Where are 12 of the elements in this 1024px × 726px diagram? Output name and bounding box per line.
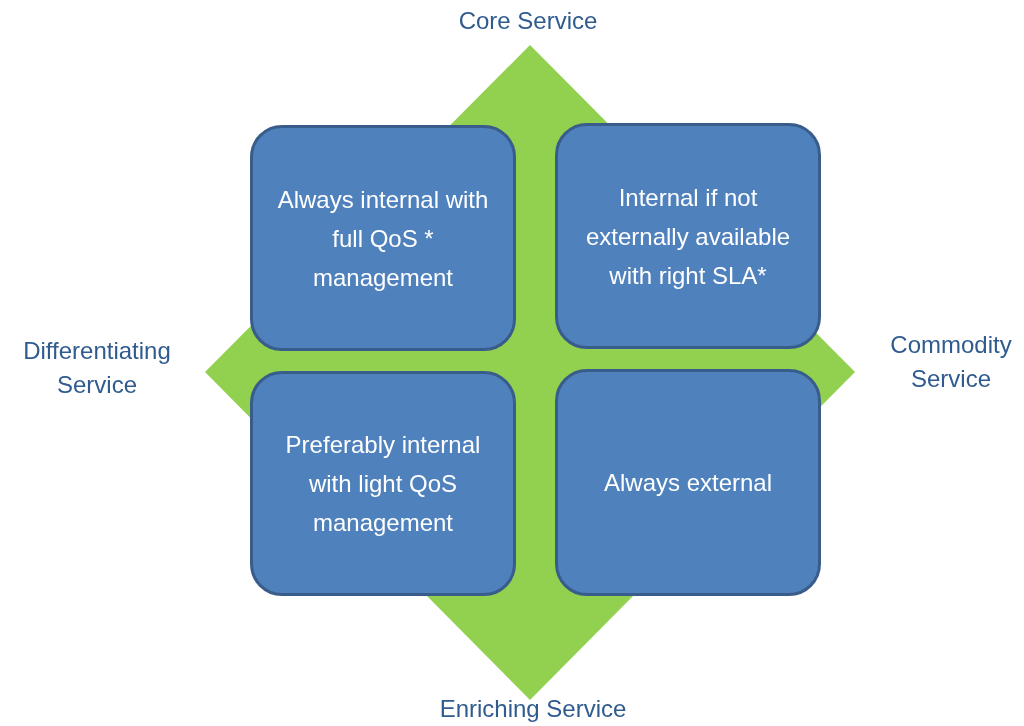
quadrant-text: Always external [602, 468, 774, 498]
quadrant-box [250, 125, 516, 351]
quadrant-text: Preferably internal with light QoS management [284, 430, 482, 538]
quadrant-text: Internal if not externally available with right SLA* [584, 182, 792, 291]
axis-label: Core Service [457, 6, 599, 36]
quadrant-text: Always internal with full QoS * management [276, 184, 490, 293]
quadrant-box [555, 123, 821, 349]
quadrant-box [250, 371, 516, 596]
quadrant-box [555, 369, 821, 596]
axis-label: Commodity Service [889, 330, 1013, 394]
axis-label: Differentiating Service [22, 336, 172, 400]
axis-label: Enriching Service [438, 694, 628, 724]
